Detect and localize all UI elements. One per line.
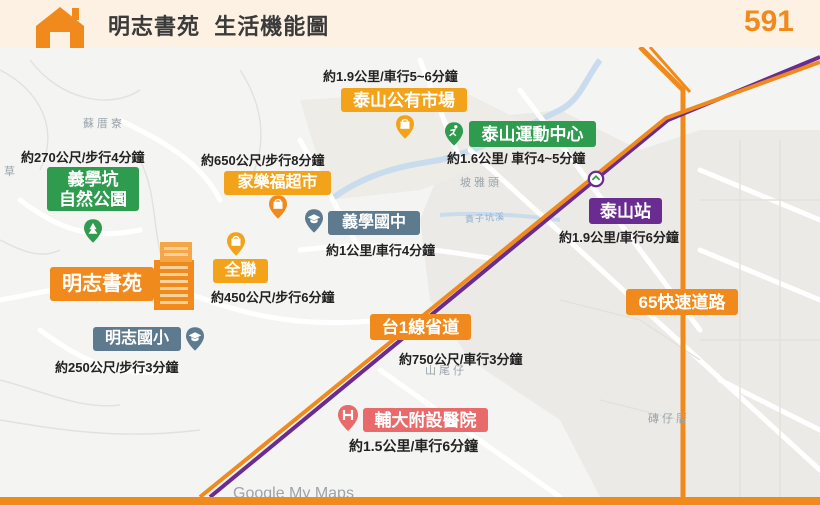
carrefour-label[interactable]: 家樂福超市 — [224, 171, 331, 195]
yixue-junior-label[interactable]: 義學國中 — [328, 211, 420, 235]
pxmart-distance: 約450公尺/步行6分鐘 — [211, 290, 335, 305]
metro-station-icon[interactable] — [587, 170, 605, 188]
taishan-station-distance: 約1.9公里/車行6分鐘 — [559, 230, 679, 245]
hospital-pin-icon[interactable] — [338, 405, 358, 431]
map-label-sucuoliao: 蘇厝寮 — [83, 118, 125, 130]
map-label-cao: 草 — [4, 166, 15, 178]
hospital-label[interactable]: 輔大附設醫院 — [363, 408, 488, 432]
park-pin-icon[interactable] — [84, 219, 102, 243]
map-area[interactable]: 蘇厝寮 坡雅頭 貴子坑溪 山尾仔 磚仔厝 草 約270公尺/步行4分鐘 義學坑 … — [0, 47, 820, 497]
map-label-shanweizai: 山尾仔 — [425, 365, 467, 377]
taishan-market-label[interactable]: 泰山公有市場 — [341, 88, 467, 112]
hospital-distance: 約1.5公里/車行6分鐘 — [349, 438, 479, 454]
sports-center-label[interactable]: 泰山運動中心 — [469, 121, 596, 147]
sports-pin-icon[interactable] — [445, 122, 463, 146]
brand-logo: 591 — [743, 5, 794, 38]
map-label-poyatou: 坡雅頭 — [460, 177, 502, 189]
map-label-zhuanzaicuo: 磚仔厝 — [648, 413, 690, 425]
page-title: 明志書苑 生活機能圖 — [108, 14, 330, 39]
taishan-market-distance: 約1.9公里/車行5~6分鐘 — [323, 69, 458, 84]
provincial-road-label[interactable]: 台1線省道 — [370, 314, 471, 340]
school-pin-icon[interactable] — [305, 209, 323, 233]
header-bar: 明志書苑 生活機能圖 591 — [0, 0, 820, 48]
footer-bar — [0, 497, 820, 505]
school-pin-icon[interactable] — [186, 327, 204, 351]
taishan-station-label[interactable]: 泰山站 — [589, 198, 662, 224]
shopping-pin-icon[interactable] — [396, 115, 414, 139]
google-my-maps-watermark: Google My Maps — [233, 485, 354, 497]
carrefour-distance: 約650公尺/步行8分鐘 — [201, 153, 325, 168]
mingzhi-elementary-distance: 約250公尺/步行3分鐘 — [55, 360, 179, 375]
yixuekeng-name-line2: 自然公園 — [59, 189, 127, 209]
mingzhi-elementary-label[interactable]: 明志國小 — [93, 327, 181, 351]
expressway-label[interactable]: 65快速道路 — [626, 289, 738, 315]
yixuekeng-distance: 約270公尺/步行4分鐘 — [21, 150, 145, 165]
pxmart-label[interactable]: 全聯 — [213, 259, 268, 283]
yixuekeng-name-line1: 義學坑 — [67, 169, 119, 189]
sports-center-distance: 約1.6公里/ 車行4~5分鐘 — [447, 151, 586, 166]
map-label-river: 貴子坑溪 — [464, 211, 506, 225]
provincial-road-distance: 約750公尺/車行3分鐘 — [399, 352, 523, 367]
mingzhi-label[interactable]: 明志書苑 — [50, 267, 154, 301]
shopping-pin-icon[interactable] — [269, 195, 287, 219]
yixue-junior-distance: 約1公里/車行4分鐘 — [326, 243, 436, 258]
house-logo-icon — [36, 7, 84, 48]
yixuekeng-label[interactable]: 義學坑 自然公園 — [47, 167, 139, 211]
building-icon[interactable] — [152, 242, 196, 310]
shopping-pin-icon[interactable] — [227, 232, 245, 256]
